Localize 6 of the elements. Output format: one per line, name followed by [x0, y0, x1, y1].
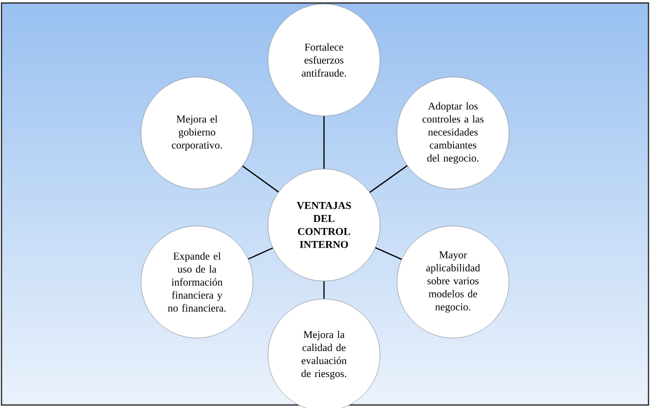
- connector-line: [248, 247, 273, 260]
- connector-line: [375, 247, 402, 260]
- connector-line: [323, 281, 325, 299]
- connector-line: [369, 165, 408, 193]
- connector-line: [323, 116, 325, 169]
- connector-line: [242, 165, 279, 193]
